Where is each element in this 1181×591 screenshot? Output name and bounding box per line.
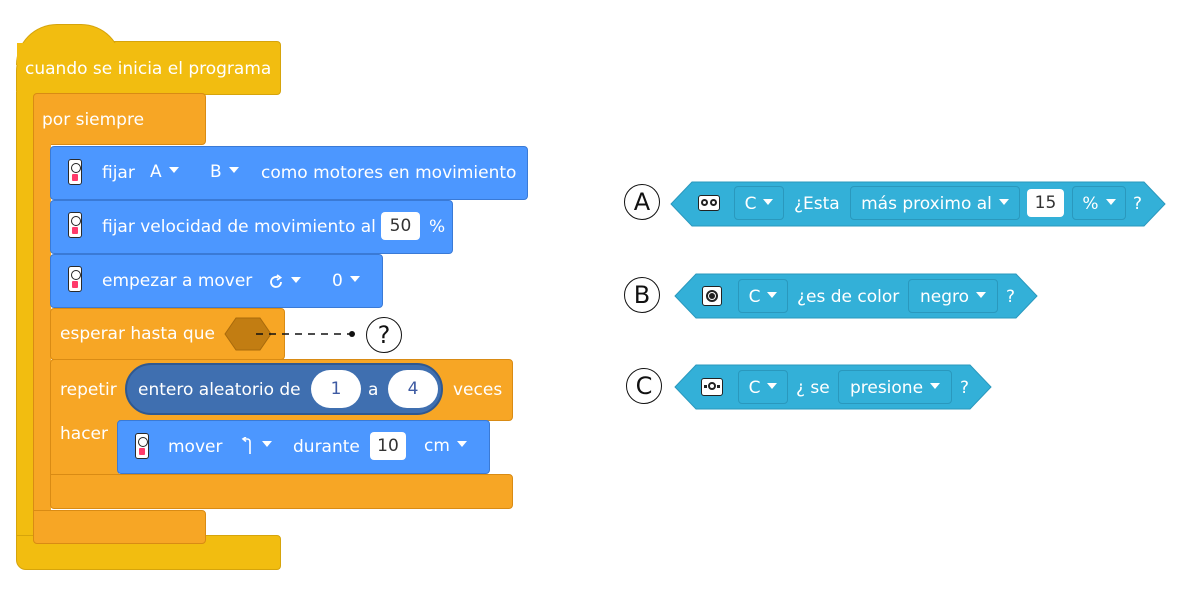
port-value: C <box>744 194 757 214</box>
move-unit-dropdown[interactable]: cm <box>424 432 467 460</box>
motor-pair-icon <box>68 212 82 238</box>
motor1-value: A <box>150 162 162 182</box>
option-c-end: ? <box>960 378 970 398</box>
hat-label: cuando se inicia el programa <box>25 59 272 79</box>
option-a-text: ¿Esta <box>794 194 840 214</box>
motor-pair-icon <box>68 266 82 292</box>
motor-pair-icon <box>135 433 149 459</box>
direction-dropdown[interactable] <box>268 268 301 296</box>
clockwise-arrow-icon <box>270 274 283 288</box>
chevron-down-icon <box>1105 199 1116 205</box>
speed-input[interactable]: 50 <box>381 212 420 240</box>
color-value: negro <box>919 287 970 307</box>
option-c-state-dropdown[interactable]: presione <box>838 370 952 404</box>
question-mark-marker: ? <box>366 317 402 353</box>
port-value: C <box>748 378 761 398</box>
set-motors-text: fijar <box>102 163 135 183</box>
option-b-letter: B <box>624 277 660 313</box>
speed-unit: % <box>429 217 446 237</box>
turn-arrow-icon <box>241 436 251 454</box>
option-b-end: ? <box>1006 287 1016 307</box>
hat-spine <box>16 92 35 542</box>
forever-block[interactable] <box>33 93 206 145</box>
wait-until-text: esperar hasta que <box>60 324 215 344</box>
random-text: entero aleatorio de <box>138 380 301 400</box>
option-a-comparison-dropdown[interactable]: más proximo al <box>850 186 1020 220</box>
start-moving-block[interactable] <box>50 254 383 308</box>
forever-bottom-cap <box>33 510 206 544</box>
option-a-letter: A <box>624 184 660 220</box>
move-direction-dropdown[interactable] <box>241 432 272 460</box>
option-c-port-dropdown[interactable]: C <box>738 370 788 404</box>
distance-sensor-icon <box>698 195 720 211</box>
chevron-down-icon <box>763 199 774 205</box>
start-move-text: empezar a mover <box>102 271 253 291</box>
option-b-color-dropdown[interactable]: negro <box>908 279 998 313</box>
state-value: presione <box>849 378 924 398</box>
motor2-value: B <box>210 162 222 182</box>
move-during-text: durante <box>293 437 360 457</box>
option-a-unit-dropdown[interactable]: % <box>1072 186 1126 220</box>
random-max-input[interactable]: 4 <box>388 370 438 408</box>
unit-value: % <box>1082 194 1099 214</box>
color-sensor-icon <box>702 286 722 306</box>
empty-boolean-slot[interactable] <box>224 317 272 351</box>
forever-spine <box>33 140 51 518</box>
option-a-port-dropdown[interactable]: C <box>734 186 784 220</box>
repeat-spine <box>50 418 119 478</box>
motor1-dropdown[interactable]: A <box>150 158 179 186</box>
hat-fill <box>17 43 279 63</box>
comparison-value: más proximo al <box>861 194 992 214</box>
chevron-down-icon <box>456 441 467 447</box>
motor2-dropdown[interactable]: B <box>210 158 239 186</box>
move-text: mover <box>168 437 223 457</box>
option-b-port-dropdown[interactable]: C <box>738 279 788 313</box>
chevron-down-icon <box>998 199 1009 205</box>
repeat-times-text: veces <box>453 380 503 400</box>
steering-value: 0 <box>332 271 343 291</box>
chevron-down-icon <box>262 441 272 447</box>
option-b-text: ¿es de color <box>797 287 900 307</box>
move-distance-input[interactable]: 10 <box>370 432 406 460</box>
motor-pair-icon <box>68 159 82 185</box>
chevron-down-icon <box>767 292 778 298</box>
chevron-down-icon <box>291 277 301 283</box>
option-c-text: ¿ se <box>796 378 830 398</box>
chevron-down-icon <box>168 167 179 173</box>
repeat-do-label: hacer <box>60 424 108 444</box>
repeat-text: repetir <box>60 380 117 400</box>
chevron-down-icon <box>930 383 941 389</box>
set-speed-text: fijar velocidad de movimiento al <box>102 217 376 237</box>
pointer-line <box>256 331 355 337</box>
set-movement-motors-block[interactable] <box>50 146 528 200</box>
option-a-value-input[interactable]: 15 <box>1027 189 1064 217</box>
move-unit-value: cm <box>424 436 450 456</box>
chevron-down-icon <box>349 276 360 282</box>
option-a-end: ? <box>1133 194 1143 214</box>
forever-label: por siempre <box>42 110 145 130</box>
chevron-down-icon <box>976 292 987 298</box>
force-sensor-icon <box>701 378 723 396</box>
move-for-block[interactable] <box>117 420 490 474</box>
repeat-bottom-cap <box>50 474 513 509</box>
chevron-down-icon <box>767 383 778 389</box>
set-motors-text2: como motores en movimiento <box>261 163 517 183</box>
port-value: C <box>748 287 761 307</box>
chevron-down-icon <box>228 167 239 173</box>
random-sep: a <box>368 380 379 400</box>
steering-dropdown[interactable]: 0 <box>332 267 360 295</box>
random-min-input[interactable]: 1 <box>311 370 361 408</box>
option-c-letter: C <box>626 368 662 404</box>
